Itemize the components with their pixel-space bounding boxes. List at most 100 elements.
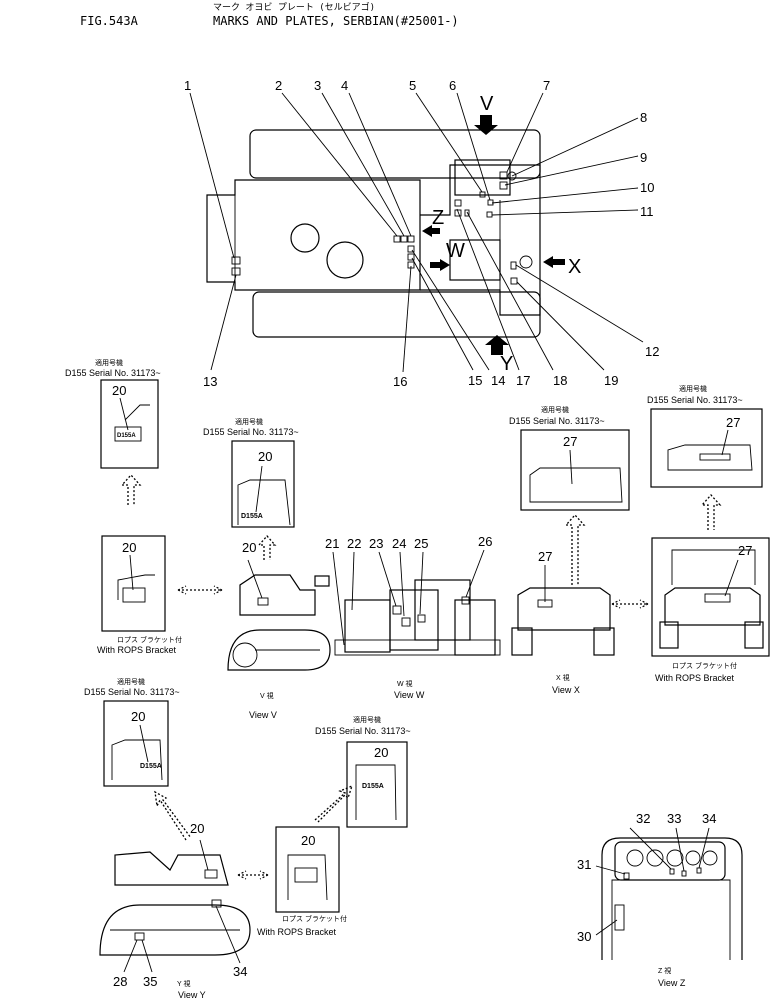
callout-4: 4	[341, 78, 348, 93]
svg-text:V 視: V 視	[260, 691, 274, 700]
view-x-arrow	[543, 256, 565, 268]
svg-text:適用号機: 適用号機	[95, 358, 123, 367]
svg-text:D155 Serial No. 31173~: D155 Serial No. 31173~	[647, 395, 743, 405]
arrow-up-v	[257, 535, 277, 560]
top-view: V W X Y Z 1 2	[184, 78, 659, 389]
callout-3: 3	[314, 78, 321, 93]
svg-text:25: 25	[414, 536, 428, 551]
svg-text:27: 27	[738, 543, 752, 558]
svg-text:23: 23	[369, 536, 383, 551]
callout-6: 6	[449, 78, 456, 93]
arrow-up-left	[120, 474, 142, 505]
view-v-arrow	[474, 115, 498, 135]
instrument-panel	[614, 841, 726, 881]
svg-text:28: 28	[113, 974, 127, 989]
view-v-drawing: 20 V 視 View V	[227, 540, 331, 720]
svg-text:35: 35	[143, 974, 157, 989]
view-w-drawing: 21 22 23 24 25 26 W 視 View W	[325, 534, 501, 700]
title-japanese: マーク オヨビ プレート (セルビアゴ)	[213, 1, 375, 13]
svg-text:ロプス ブラケット付: ロプス ブラケット付	[672, 661, 737, 670]
svg-text:Y 視: Y 視	[177, 979, 191, 988]
svg-text:21: 21	[325, 536, 339, 551]
svg-text:View X: View X	[552, 685, 580, 695]
svg-text:34: 34	[233, 964, 247, 979]
callout-11: 11	[640, 204, 654, 219]
cab	[420, 164, 541, 316]
svg-text:20: 20	[131, 709, 145, 724]
svg-text:View Y: View Y	[178, 990, 206, 1000]
svg-text:W 視: W 視	[397, 679, 413, 688]
view-z-drawing: 32 33 34 31 30 Z 視 View Z	[577, 811, 743, 988]
svg-text:20: 20	[242, 540, 256, 555]
svg-text:27: 27	[563, 434, 577, 449]
callout-10: 10	[640, 180, 654, 195]
panel-right-serial: 適用号機 D155 Serial No. 31173~ 27	[647, 384, 763, 488]
callout-1: 1	[184, 78, 191, 93]
svg-text:適用号機: 適用号機	[235, 417, 263, 426]
callout-15: 15	[468, 373, 482, 388]
svg-text:D155 Serial No. 31173~: D155 Serial No. 31173~	[84, 687, 180, 697]
svg-text:適用号機: 適用号機	[117, 677, 145, 686]
svg-text:D155A: D155A	[117, 433, 136, 439]
svg-text:27: 27	[726, 415, 740, 430]
view-letter-x: X	[568, 256, 581, 278]
arrow-rops-y	[237, 870, 269, 880]
callout-18: 18	[553, 373, 567, 388]
svg-text:20: 20	[301, 833, 315, 848]
view-x-drawing: 27 X 視 View X	[511, 549, 615, 695]
svg-text:Z 視: Z 視	[658, 966, 671, 975]
callout-12: 12	[645, 344, 659, 359]
cab-roof	[454, 159, 511, 196]
figure-number: FIG.543A	[80, 14, 139, 28]
svg-text:適用号機: 適用号機	[679, 384, 707, 393]
view-letter-y: Y	[500, 353, 513, 375]
svg-text:20: 20	[190, 821, 204, 836]
view-w-arrow	[430, 259, 450, 271]
svg-text:D155 Serial No. 31173~: D155 Serial No. 31173~	[203, 427, 299, 437]
title-english: MARKS AND PLATES, SERBIAN(#25001-)	[213, 14, 459, 28]
precleaner	[326, 241, 364, 279]
svg-text:View W: View W	[394, 690, 425, 700]
svg-text:D155A: D155A	[241, 513, 263, 520]
callout-19: 19	[604, 373, 618, 388]
svg-text:With ROPS Bracket: With ROPS Bracket	[97, 645, 177, 655]
callout-2: 2	[275, 78, 282, 93]
view-y-drawing: 20 28 35 34 Y 視 View Y	[99, 821, 251, 1000]
svg-text:ロプス ブラケット付: ロプス ブラケット付	[282, 914, 347, 923]
panel-y-rops: 20 ロプス ブラケット付 With ROPS Bracket	[257, 826, 347, 937]
svg-text:適用号機: 適用号機	[353, 715, 381, 724]
callout-16: 16	[393, 374, 407, 389]
view-y-arrow	[485, 335, 509, 355]
svg-text:ロプス ブラケット付: ロプス ブラケット付	[117, 635, 182, 644]
svg-text:20: 20	[112, 383, 126, 398]
svg-text:D155A: D155A	[362, 783, 384, 790]
panel-left-rops: 20 ロプス ブラケット付 With ROPS Bracket	[97, 535, 182, 655]
view-letter-z: Z	[432, 207, 444, 229]
svg-text:33: 33	[667, 811, 681, 826]
panel-x-serial: 適用号機 D155 Serial No. 31173~ 27	[509, 405, 630, 511]
svg-text:View Z: View Z	[658, 978, 686, 988]
callout-7: 7	[543, 78, 550, 93]
svg-text:20: 20	[374, 745, 388, 760]
panel-right-rops: 27 ロプス ブラケット付 With ROPS Bracket	[651, 537, 770, 683]
svg-text:適用号機: 適用号機	[541, 405, 569, 414]
callout-17: 17	[516, 373, 530, 388]
panel-y-serial-right: 適用号機 D155 Serial No. 31173~ 20 D155A	[315, 715, 411, 828]
panel-left-serial: 適用号機 D155 Serial No. 31173~ 20 D155A	[65, 358, 161, 469]
upper-track	[249, 129, 541, 179]
svg-text:D155 Serial No. 31173~: D155 Serial No. 31173~	[65, 368, 161, 378]
svg-text:26: 26	[478, 534, 492, 549]
callout-14: 14	[491, 373, 505, 388]
panel-y-serial: 適用号機 D155 Serial No. 31173~ 20 D155A	[84, 677, 180, 787]
callout-8: 8	[640, 110, 647, 125]
svg-text:34: 34	[702, 811, 716, 826]
svg-text:X 視: X 視	[556, 673, 570, 682]
arrow-rops-left	[177, 585, 223, 595]
engine-hood	[206, 179, 421, 291]
svg-text:22: 22	[347, 536, 361, 551]
arrow-y-left	[154, 790, 192, 841]
view-z-arrow	[422, 225, 440, 237]
svg-text:D155 Serial No. 31173~: D155 Serial No. 31173~	[315, 726, 411, 736]
